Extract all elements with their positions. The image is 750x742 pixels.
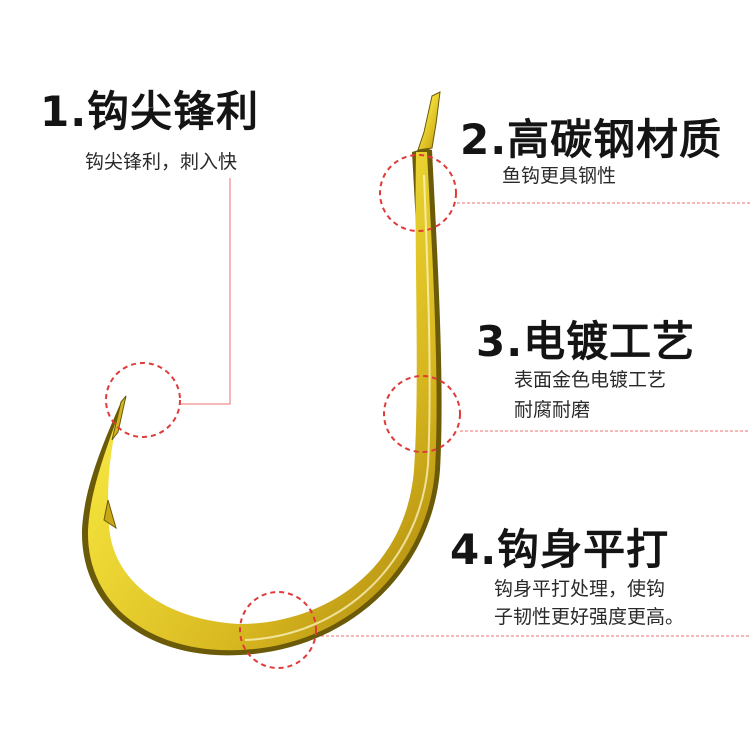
feature-title-steel: 2.高碳钢材质 (460, 115, 723, 164)
callout-circle-point (105, 362, 181, 438)
callout-circle-flat (239, 591, 317, 669)
callout-circle-plating (383, 375, 461, 453)
feature-desc-flat-shank-line2: 子韧性更好强度更高。 (494, 606, 685, 628)
feature-desc-plating-line1: 表面金色电镀工艺 (514, 369, 667, 391)
feature-desc-flat-shank-line1: 钩身平打处理，使钩 (494, 578, 666, 600)
callout-circles (105, 154, 461, 669)
hook-body-gold (87, 152, 437, 651)
hook-eye (417, 91, 441, 151)
hook-highlight (244, 174, 431, 641)
hook-icon (81, 91, 442, 656)
callout-lines (180, 178, 750, 637)
hook-barb (103, 499, 117, 530)
hook-point (111, 395, 127, 441)
callout-circle-steel (379, 154, 457, 232)
callout-line-point (180, 178, 231, 405)
feature-title-plating: 3.电镀工艺 (476, 317, 696, 366)
feature-title-flat-shank: 4.钩身平打 (450, 525, 670, 574)
feature-desc-point: 钩尖锋利，刺入快 (85, 151, 238, 173)
feature-desc-plating-line2: 耐腐耐磨 (514, 399, 591, 421)
feature-desc-steel: 鱼钩更具钢性 (502, 165, 617, 187)
feature-title-point: 1.钩尖锋利 (40, 87, 260, 136)
